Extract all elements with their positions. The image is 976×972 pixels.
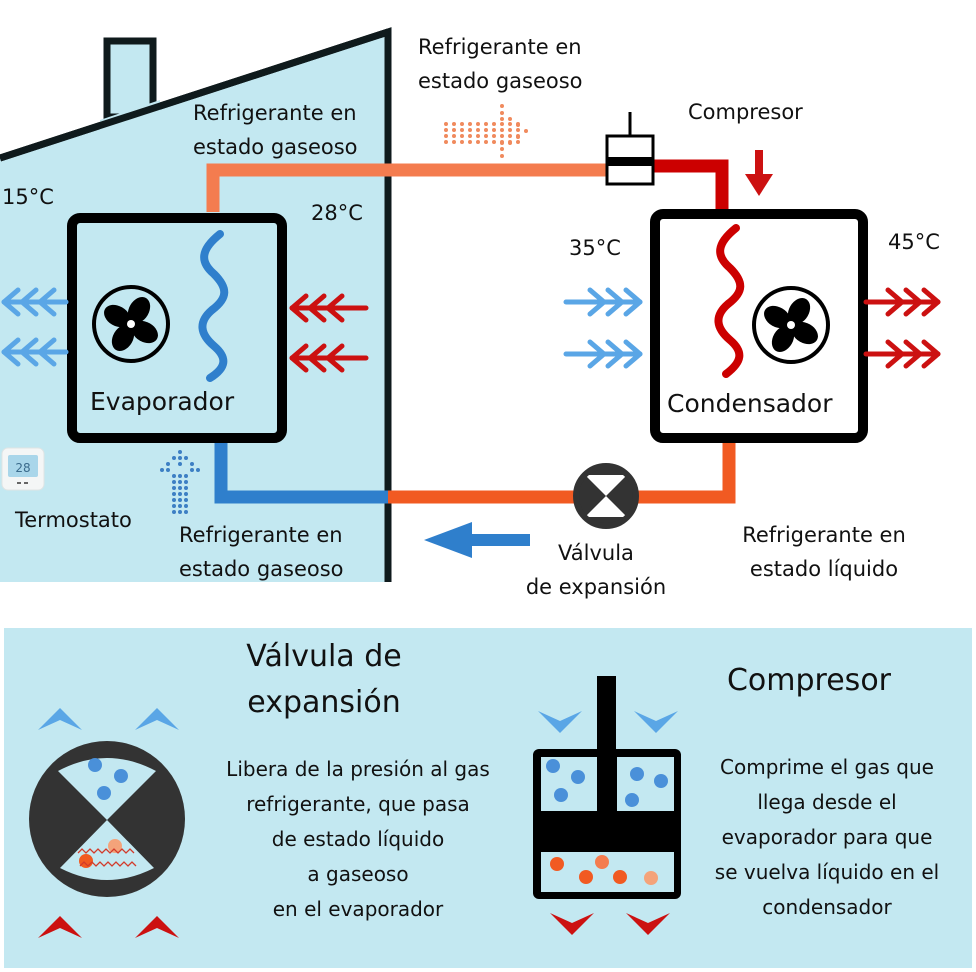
expansion-valve-icon (573, 463, 639, 529)
desc-line: llega desde el (757, 790, 897, 814)
temp-outside-evaporator: 15°C (2, 185, 54, 209)
thermostat-icon: 28 (1, 447, 45, 491)
chimney (103, 37, 157, 121)
label-line: estado gaseoso (193, 135, 358, 159)
gas-label-bottom: Refrigerante en estado gaseoso (179, 518, 344, 586)
desc-line: a gaseoso (307, 862, 409, 886)
cold-air-arrow-icon (1, 337, 69, 367)
temp-inside-evaporator: 28°C (311, 201, 363, 225)
evaporator-coil (198, 230, 229, 382)
title-line: Válvula de (246, 639, 402, 674)
hot-air-arrow-icon (863, 339, 941, 369)
desc-line: condensador (762, 895, 892, 919)
label-line: Refrigerante en (418, 35, 582, 59)
desc-line: de estado líquido (271, 827, 445, 851)
title-line: expansión (247, 685, 401, 720)
gas-label-top-left: Refrigerante en estado gaseoso (193, 96, 358, 164)
valve-label: Válvula de expansión (510, 536, 682, 604)
desc-line: Libera de la presión al gas (226, 757, 490, 781)
condenser-label: Condensador (667, 389, 833, 418)
label-line: estado gaseoso (179, 557, 344, 581)
cold-pipe (214, 442, 388, 504)
label-line: Refrigerante en (193, 101, 357, 125)
label-line: estado gaseoso (418, 69, 583, 93)
compressed-pipe (652, 159, 729, 212)
liquid-label: Refrigerante en estado líquido (726, 518, 922, 586)
condenser-box (650, 209, 868, 443)
compressor-icon (605, 112, 655, 186)
dotted-right-arrow-icon (444, 104, 528, 158)
condenser-fan-icon (752, 286, 830, 364)
svg-text:28: 28 (15, 461, 30, 475)
heat-pump-diagram: 28 (0, 27, 941, 582)
desc-line: se vuelva líquido en el (714, 860, 940, 884)
liquid-pipe (388, 442, 736, 504)
desc-line: Comprime el gas que (720, 755, 934, 779)
cold-air-arrow-icon (563, 339, 643, 369)
down-arrow-icon (745, 150, 773, 196)
cold-air-arrow-icon (1, 287, 69, 317)
thermostat-label: Termostato (15, 508, 132, 532)
compressor-label: Compresor (688, 100, 803, 124)
label-line: Refrigerante en (742, 523, 906, 547)
desc-line: evaporador para que (721, 825, 933, 849)
label-line: Válvula (558, 541, 634, 565)
temp-condenser-in: 35°C (569, 236, 621, 260)
compressor-panel-description: Comprime el gas que llega desde el evapo… (692, 750, 962, 925)
valve-panel-description: Libera de la presión al gas refrigerante… (200, 752, 516, 927)
desc-line: en el evaporador (272, 897, 444, 921)
evaporator-box (67, 213, 287, 443)
label-line: de expansión (525, 575, 667, 599)
gas-label-top-center: Refrigerante en estado gaseoso (418, 30, 583, 98)
condenser-coil (714, 224, 745, 378)
valve-panel-title: Válvula de expansión (214, 634, 434, 726)
warm-air-arrow-icon (289, 293, 369, 323)
label-line: Refrigerante en (179, 523, 343, 547)
dotted-up-arrow-icon (160, 450, 200, 514)
label-line: estado líquido (749, 557, 899, 581)
gas-pipe-top (206, 163, 612, 212)
left-arrow-icon (424, 522, 530, 558)
compressor-panel-title: Compresor (726, 663, 892, 698)
desc-line: refrigerante, que pasa (246, 792, 470, 816)
cold-air-arrow-icon (563, 287, 643, 317)
evaporator-label: Evaporador (90, 387, 235, 416)
temp-condenser-out: 45°C (888, 230, 940, 254)
evaporator-fan-icon (92, 285, 170, 363)
warm-air-arrow-icon (289, 343, 369, 373)
hot-air-arrow-icon (863, 287, 941, 317)
